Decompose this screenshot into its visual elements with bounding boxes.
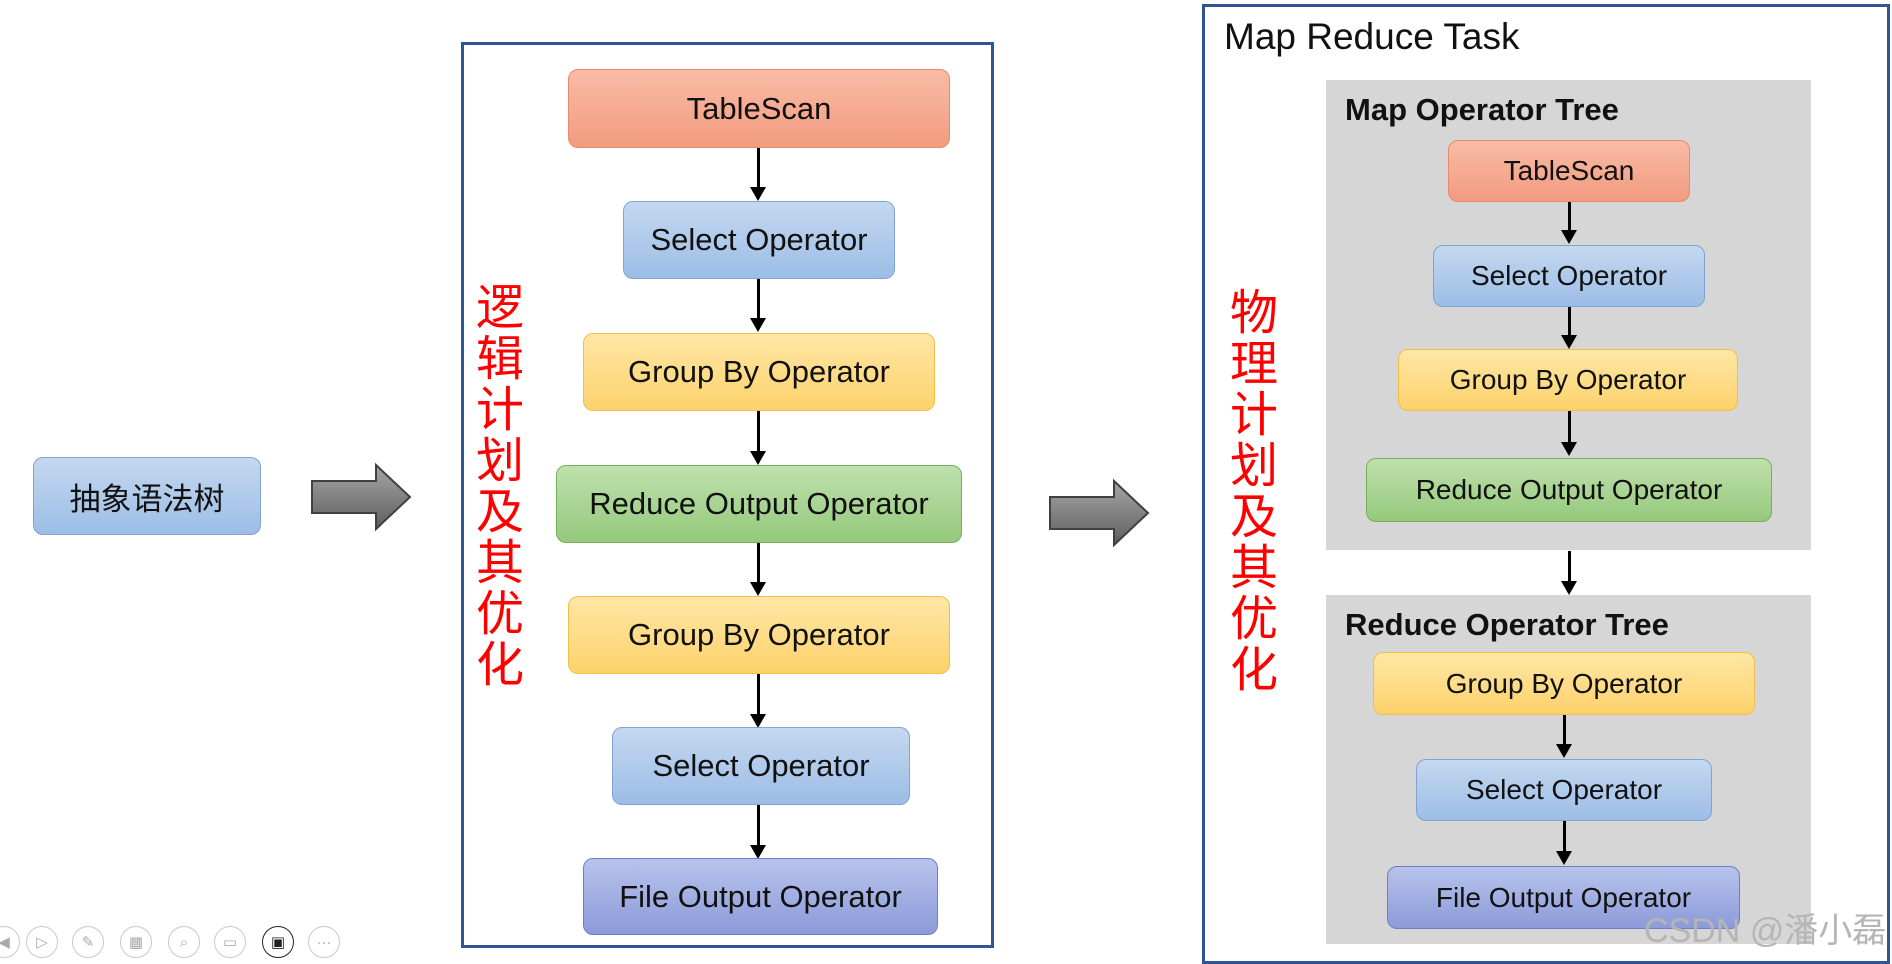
pen-icon[interactable]: ✎ [72, 926, 104, 958]
node-label: File Output Operator [619, 878, 902, 914]
node-label: Group By Operator [628, 617, 890, 652]
task-title: Map Reduce Task [1224, 16, 1520, 57]
map-node-reduce-output: Reduce Output Operator [1366, 458, 1772, 522]
physical-plan-label: 物理计划及其优化 [1229, 285, 1278, 698]
connector-line [1563, 821, 1566, 851]
node-label: Select Operator [1465, 774, 1663, 805]
subtitle-icon[interactable]: ▭ [214, 926, 246, 958]
connector-arrowhead [1556, 744, 1572, 758]
connector-arrowhead [1561, 335, 1577, 349]
node-label: Group By Operator [1445, 667, 1683, 699]
node-label: Reduce Output Operator [1415, 474, 1723, 505]
connector-line [1568, 551, 1571, 581]
connector-arrowhead [750, 187, 766, 201]
more-icon[interactable]: ··· [308, 926, 340, 958]
reduce-node-select: Select Operator [1416, 759, 1712, 821]
node-label: TableScan [686, 90, 832, 126]
connector-arrowhead [1561, 442, 1577, 456]
logical-plan-label: 逻辑计划及其优化 [475, 280, 524, 693]
connector-arrowhead [750, 714, 766, 728]
connector-arrowhead [750, 451, 766, 465]
connector-line [1563, 715, 1566, 744]
connector-arrowhead [750, 845, 766, 859]
reduce-node-group-by: Group By Operator [1373, 652, 1755, 715]
node-label: File Output Operator [1435, 881, 1692, 913]
connector-arrowhead [1561, 581, 1577, 595]
reduce-node-file-output: File Output Operator [1387, 866, 1740, 929]
ast-node: 抽象语法树 [33, 457, 261, 535]
connector-line [757, 543, 760, 582]
logical-node-select-2: Select Operator [612, 727, 910, 805]
play-icon[interactable]: ▷ [26, 926, 58, 958]
connector-arrowhead [750, 582, 766, 596]
ast-label: 抽象语法树 [69, 481, 225, 518]
node-label: Group By Operator [1449, 364, 1687, 395]
connector-line [1568, 411, 1571, 442]
back-icon[interactable]: ◀ [0, 926, 20, 958]
map-node-tablescan: TableScan [1448, 140, 1690, 202]
node-label: Select Operator [652, 748, 870, 783]
watermark: CSDN @潘小磊 [1644, 912, 1887, 950]
node-label: Group By Operator [628, 354, 890, 389]
map-tree-heading: Map Operator Tree [1345, 92, 1619, 127]
connector-line [757, 805, 760, 845]
map-node-select: Select Operator [1433, 245, 1705, 307]
connector-arrowhead [1556, 851, 1572, 865]
presentation-toolbar: ◀ ▷ ✎ ▦ ⌕ ▭ ▣ ··· [0, 926, 360, 960]
logical-node-reduce-output: Reduce Output Operator [556, 465, 962, 543]
node-label: Select Operator [1470, 260, 1668, 291]
connector-arrowhead [1561, 230, 1577, 244]
map-node-group-by: Group By Operator [1398, 349, 1738, 411]
logical-node-group-by-2: Group By Operator [568, 596, 950, 674]
node-label: Reduce Output Operator [589, 486, 929, 521]
connector-line [1568, 202, 1571, 230]
reduce-tree-heading: Reduce Operator Tree [1345, 607, 1669, 642]
connector-line [757, 411, 760, 451]
zoom-icon[interactable]: ⌕ [168, 926, 200, 958]
connector-line [757, 674, 760, 714]
node-label: Select Operator [650, 222, 868, 257]
camera-icon[interactable]: ▣ [262, 926, 294, 958]
slides-icon[interactable]: ▦ [120, 926, 152, 958]
connector-line [1568, 307, 1571, 335]
flow-arrow-2 [1049, 478, 1150, 548]
flow-arrow-1 [311, 462, 412, 532]
connector-line [757, 148, 760, 187]
logical-node-group-by: Group By Operator [583, 333, 935, 411]
connector-arrowhead [750, 318, 766, 332]
node-label: TableScan [1503, 155, 1635, 186]
logical-node-tablescan: TableScan [568, 69, 950, 148]
connector-line [757, 279, 760, 318]
logical-node-file-output: File Output Operator [583, 858, 938, 935]
logical-node-select: Select Operator [623, 201, 895, 279]
